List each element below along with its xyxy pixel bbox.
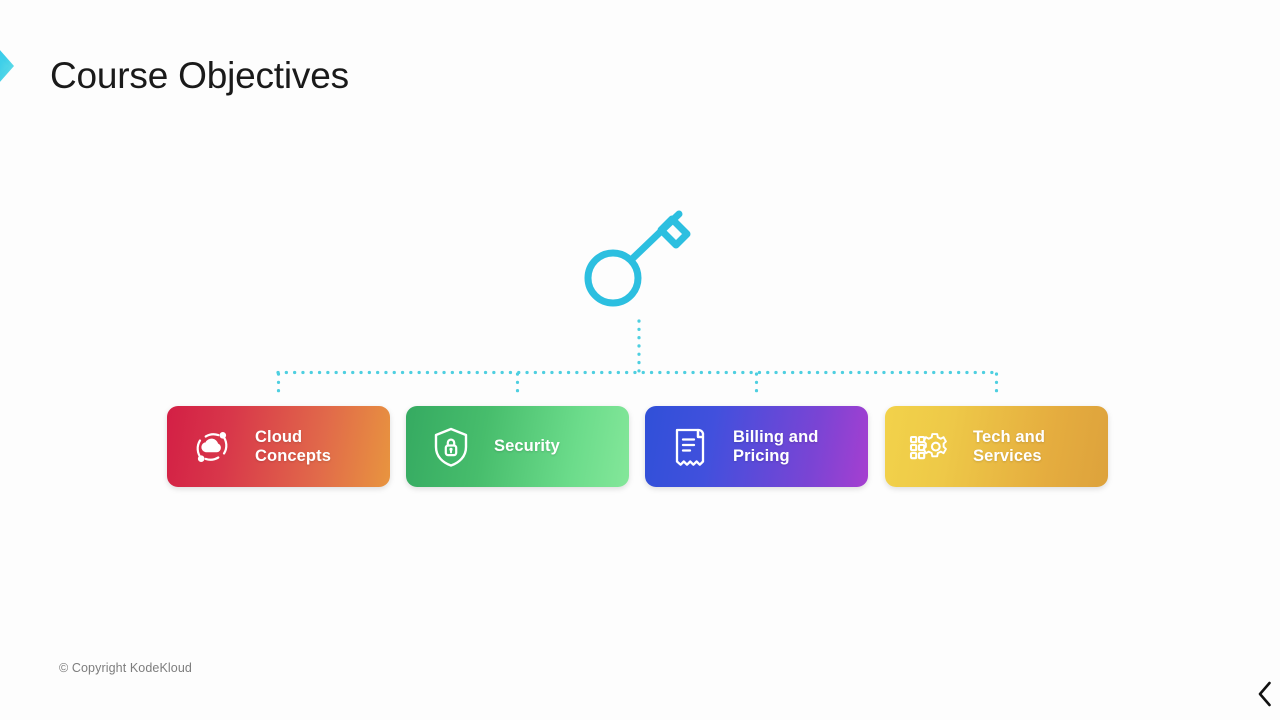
key-icon <box>583 205 693 310</box>
card-cloud-concepts[interactable]: Cloud Concepts <box>167 406 390 487</box>
footer-copyright: © Copyright KodeKloud <box>59 661 192 675</box>
card-label: Billing and Pricing <box>733 427 819 465</box>
chevron-left-icon <box>1258 681 1271 707</box>
cloud-network-icon <box>190 425 234 469</box>
shield-lock-icon <box>429 425 473 469</box>
card-security[interactable]: Security <box>406 406 629 487</box>
chevron-right-icon <box>0 30 30 102</box>
page-title: Course Objectives <box>50 55 349 96</box>
objectives-card-row: Cloud Concepts Security <box>167 406 1108 487</box>
card-tech-and-services[interactable]: Tech and Services <box>885 406 1108 487</box>
card-label: Cloud Concepts <box>255 427 331 465</box>
card-label: Security <box>494 437 560 455</box>
gear-chip-icon <box>908 425 952 469</box>
prev-slide-button[interactable] <box>1248 676 1280 712</box>
card-label: Tech and Services <box>973 427 1046 465</box>
receipt-icon <box>668 425 712 469</box>
card-billing-and-pricing[interactable]: Billing and Pricing <box>645 406 868 487</box>
